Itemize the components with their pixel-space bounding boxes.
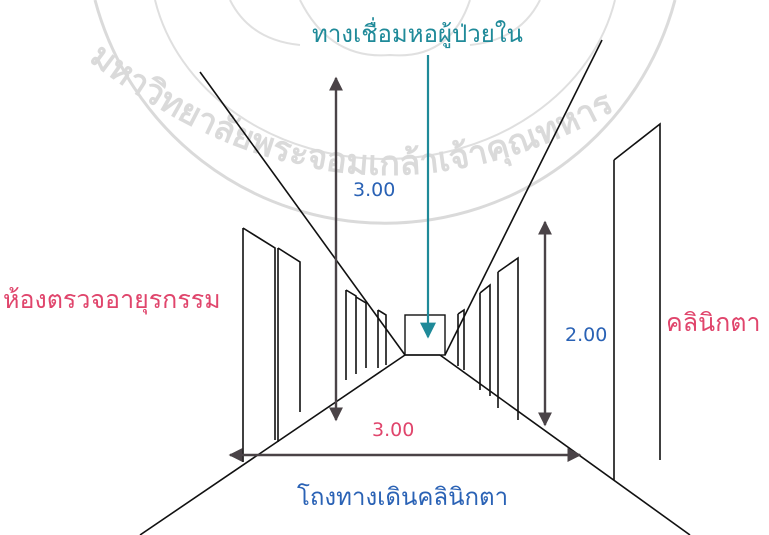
bottom-hall-label: โถงทางเดินคลินิกตา [297, 483, 508, 511]
dimension-arrows [228, 76, 582, 462]
corridor-lines [139, 39, 691, 535]
left-room-label: ห้องตรวจอายุรกรรม [3, 285, 221, 315]
left-doors [242, 227, 387, 462]
right-room-label: คลินิกตา [666, 308, 761, 337]
height-right-value: 2.00 [565, 324, 607, 346]
width-floor-value: 3.00 [372, 419, 414, 441]
height-center-value: 3.00 [353, 179, 395, 201]
top-link-label: ทางเชื่อมหอผู้ป่วยใน [312, 17, 523, 49]
right-doors [457, 122, 661, 480]
